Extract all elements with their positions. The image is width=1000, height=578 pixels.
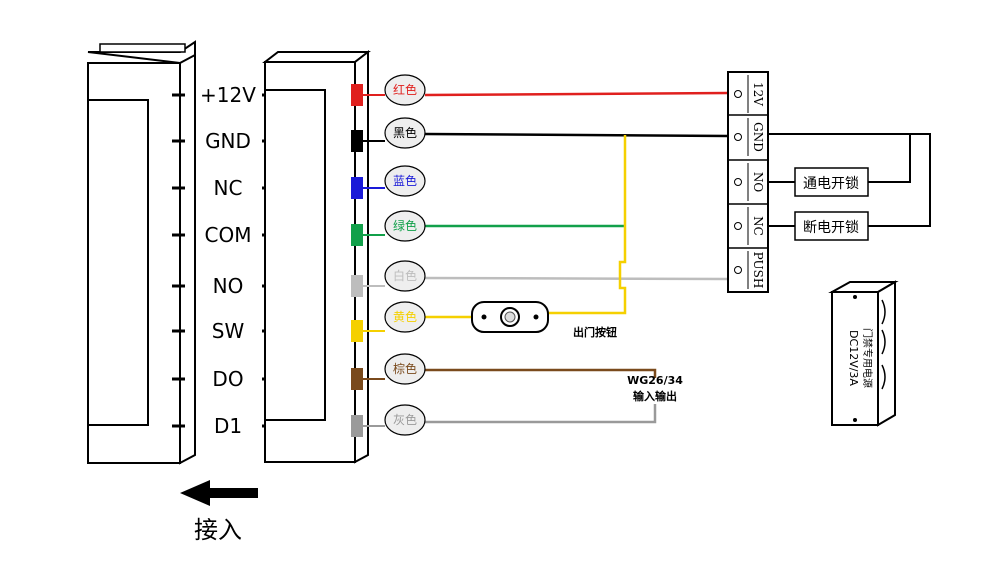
wire-tag-label-1: 黑色 (393, 126, 417, 140)
terminal-screw-icon (734, 222, 742, 230)
wire-tag-label-2: 蓝色 (393, 174, 417, 188)
connector-block (262, 49, 371, 464)
terminal-screw-icon (734, 266, 742, 274)
pin-label-3: COM (205, 223, 252, 247)
arrow-label: 接入 (194, 516, 242, 544)
wire-color-swatch-2 (351, 177, 363, 199)
power-supply: DC12V/3A 门禁专用电源 (828, 280, 899, 427)
wiegand-line1: WG26/34 (627, 374, 683, 387)
wire-color-swatch-7 (351, 415, 363, 437)
wire-tag-label-5: 黄色 (393, 310, 417, 324)
wire-tag-2 (384, 165, 426, 197)
pin-label-6: DO (212, 367, 243, 391)
power-off-unlock-box (794, 211, 869, 241)
wire-line-6 (425, 368, 657, 378)
wire-tag-6 (384, 353, 426, 385)
terminal-label-4: PUSH (751, 252, 765, 289)
wire-line-0 (424, 91, 729, 97)
wire-color-swatch-5 (351, 320, 363, 342)
wire-tag-label-7: 灰色 (393, 413, 417, 427)
wire-color-swatch-0 (351, 84, 363, 106)
power-on-unlock-box (794, 167, 869, 197)
power-off-unlock-label: 断电开锁 (803, 220, 859, 236)
pin-label-4: NO (213, 274, 244, 298)
wire-color-swatch-1 (351, 130, 363, 152)
wiegand-line2: 输入输出 (633, 389, 677, 403)
wire-tag-3 (384, 210, 426, 242)
wire-line-1 (424, 132, 729, 138)
wire-tag-1 (384, 117, 426, 149)
wire-tag-label-0: 红色 (393, 82, 417, 97)
terminal-label-1: GND (751, 122, 765, 152)
wire-line-7 (425, 404, 657, 424)
terminal-block: 12V GND NO NC PUSH (727, 71, 769, 293)
terminal-screw-icon (734, 90, 742, 98)
power-supply-line2: 门禁专用电源 (861, 328, 874, 388)
input-arrow: 接入 (180, 480, 258, 544)
exit-button-device: 出门按钮 (471, 301, 617, 339)
power-on-unlock-label: 通电开锁 (803, 176, 859, 192)
pin-label-1: GND (205, 129, 251, 153)
wire-tag-label-3: 绿色 (393, 218, 417, 233)
terminal-screw-icon (734, 178, 742, 186)
wire-line-3 (424, 276, 729, 281)
terminal-label-0: 12V (751, 82, 765, 106)
terminal-screw-icon (734, 133, 742, 141)
pin-label-7: D1 (214, 414, 242, 438)
wire-line-4 (548, 135, 627, 315)
wire-tag-label-6: 棕色 (393, 361, 417, 376)
wiegand-group: WG26/34 输入输出 (627, 374, 683, 403)
wire-color-swatch-4 (351, 275, 363, 297)
terminal-label-3: NC (751, 216, 765, 236)
lock-wiring: 通电开锁 断电开锁 (768, 133, 931, 241)
wire-tag-0 (384, 74, 426, 106)
exit-button-label: 出门按钮 (573, 325, 617, 339)
wire-tag-label-4: 白色 (393, 268, 417, 283)
terminal-label-2: NO (751, 172, 765, 193)
pin-label-2: NC (214, 176, 243, 200)
wire-tag-7 (384, 404, 426, 436)
wire-tag-4 (384, 260, 426, 292)
wire-color-swatch-6 (351, 368, 363, 390)
pin-label-0: +12V (200, 83, 256, 107)
pin-labels: +12V GND NC COM NO SW DO D1 (200, 83, 256, 438)
reader-device (87, 40, 270, 465)
pin-label-5: SW (212, 319, 245, 343)
power-supply-line1: DC12V/3A (847, 330, 860, 386)
wire-tag-5 (384, 301, 426, 333)
wire-color-swatch-3 (351, 224, 363, 246)
